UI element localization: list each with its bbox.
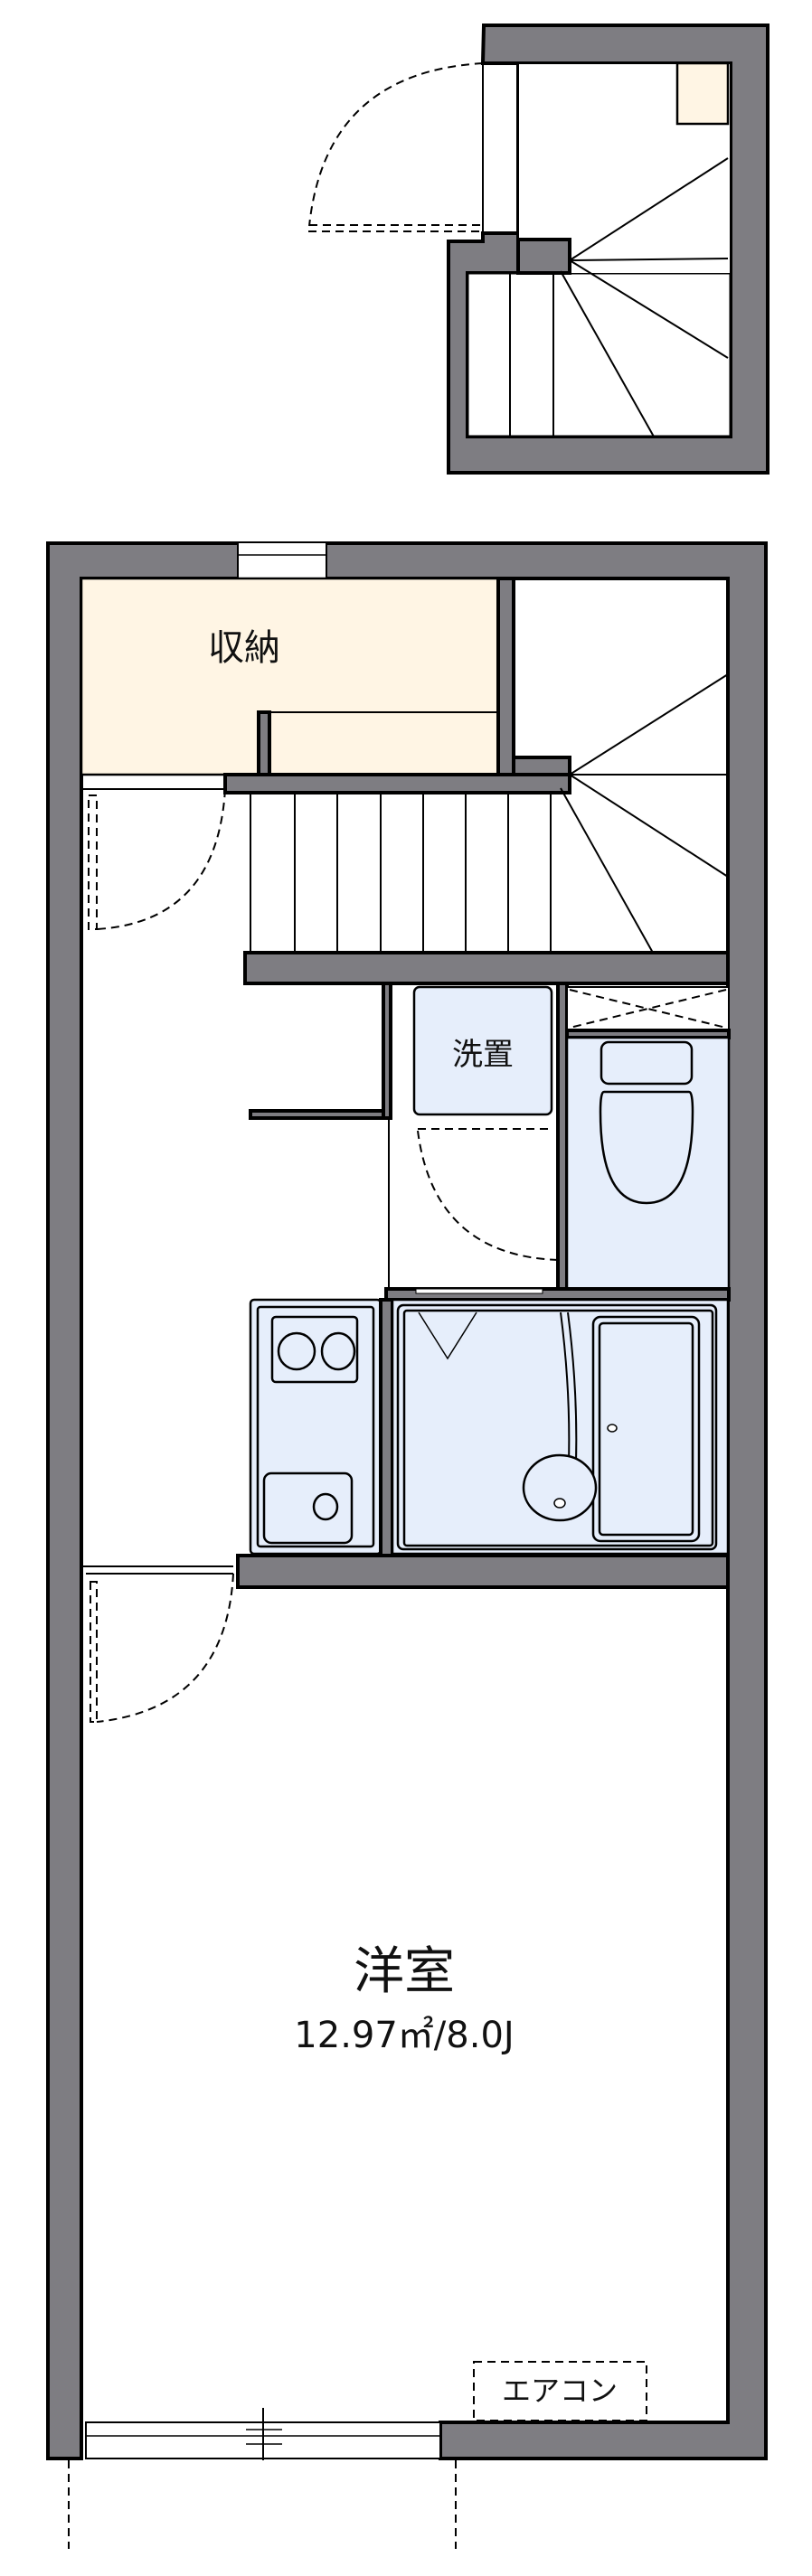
loft-door[interactable] [308, 62, 484, 232]
balcony-window[interactable] [85, 2408, 441, 2460]
loft-stairs [509, 157, 729, 437]
main-stairs [250, 673, 729, 954]
top-window [237, 541, 327, 579]
sink-icon [262, 1471, 354, 1545]
aircon-label: エアコン [502, 2374, 618, 2408]
main-floor: 収納 洗置 [46, 541, 768, 2549]
kitchen-counter [249, 1298, 382, 1556]
room-door[interactable] [81, 1565, 234, 1723]
bathroom [391, 1298, 730, 1556]
loft-block [308, 24, 770, 475]
washer-space [412, 985, 553, 1116]
loft-cabinet [675, 61, 730, 126]
western-room-label: 洋室 [354, 1942, 455, 2001]
washroom-door[interactable] [417, 1130, 561, 1261]
western-room-area: 12.97㎡/8.0J [294, 2015, 514, 2056]
storage-room [80, 577, 500, 776]
storage-label: 収納 [208, 627, 280, 669]
washer-label: 洗置 [452, 1037, 514, 1073]
washbasin-icon [522, 1453, 598, 1522]
toilet-icon [599, 1040, 694, 1205]
aircon-marker: エアコン [473, 2361, 647, 2421]
entrance-door[interactable] [81, 788, 226, 930]
